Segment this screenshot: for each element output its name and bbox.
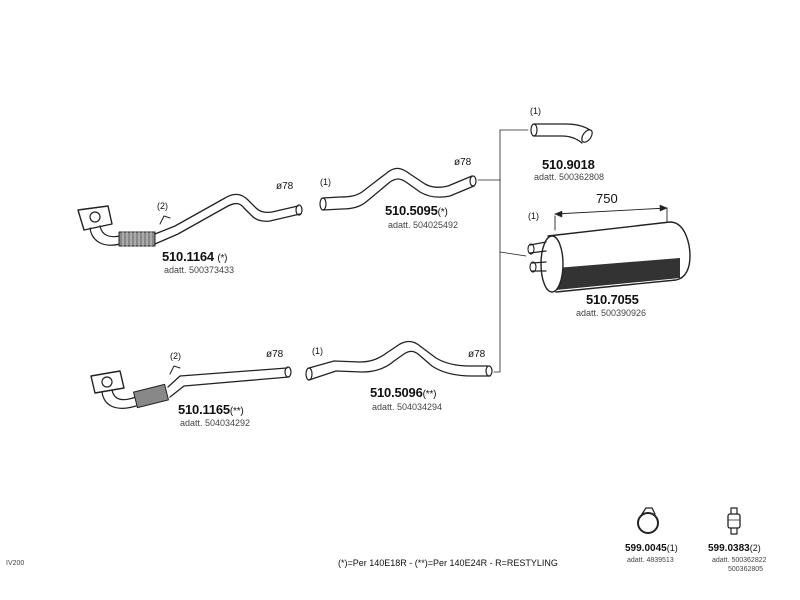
front-pipe-510-1164: [77, 193, 303, 247]
clamp-599-0045: [637, 507, 659, 534]
length-750-label: 750: [596, 191, 618, 206]
diameter-5095: ø78: [454, 157, 472, 168]
silencer-510-7055: [527, 221, 691, 293]
callout-9018: (1): [530, 106, 541, 116]
part-code-0383: 599.0383(2): [708, 543, 761, 554]
adatt-0383: adatt. 500362822: [712, 557, 767, 564]
part-code-5096: 510.5096(**): [370, 385, 437, 400]
intermediate-pipe-510-5096: [305, 340, 493, 381]
front-pipe-510-1165: [90, 365, 292, 409]
adatt-1164: adatt. 500373433: [164, 265, 235, 275]
diameter-5096: ø78: [468, 349, 486, 360]
diameter-1164: ø78: [276, 181, 294, 192]
part-code-1164: 510.1164 (*): [162, 249, 228, 264]
adatt-5096: adatt. 504034294: [372, 402, 443, 412]
callout-5095: (1): [320, 177, 331, 187]
adatt-1165: adatt. 504034292: [180, 418, 251, 428]
callout-1164: (2): [157, 201, 168, 211]
part-code-9018: 510.9018: [542, 157, 595, 172]
legend-text: (*)=Per 140E18R - (**)=Per 140E24R - R=R…: [338, 558, 558, 568]
corner-label: IV200: [6, 560, 25, 567]
callout-1165: (2): [170, 351, 181, 361]
callout-7055: (1): [528, 211, 539, 221]
adatt-9018: adatt. 500362808: [534, 172, 605, 182]
assembly-connector-lines: [477, 129, 529, 373]
part-code-1165: 510.1165(**): [178, 402, 244, 417]
mount-599-0383: [727, 507, 741, 535]
part-code-0045: 599.0045(1): [625, 543, 678, 554]
intermediate-pipe-510-5095: [319, 167, 477, 211]
callout-5096: (1): [312, 346, 323, 356]
adatt-0383-second: 500362805: [728, 566, 764, 573]
adatt-5095: adatt. 504025492: [388, 220, 459, 230]
tail-pipe-510-9018: [530, 123, 593, 144]
part-code-7055: 510.7055: [586, 292, 639, 307]
length-dimension-line: [554, 204, 668, 231]
adatt-0045: adatt. 4839513: [627, 557, 674, 564]
adatt-7055: adatt. 500390926: [576, 308, 647, 318]
part-code-5095: 510.5095(*): [385, 203, 448, 218]
diameter-1165: ø78: [266, 349, 284, 360]
